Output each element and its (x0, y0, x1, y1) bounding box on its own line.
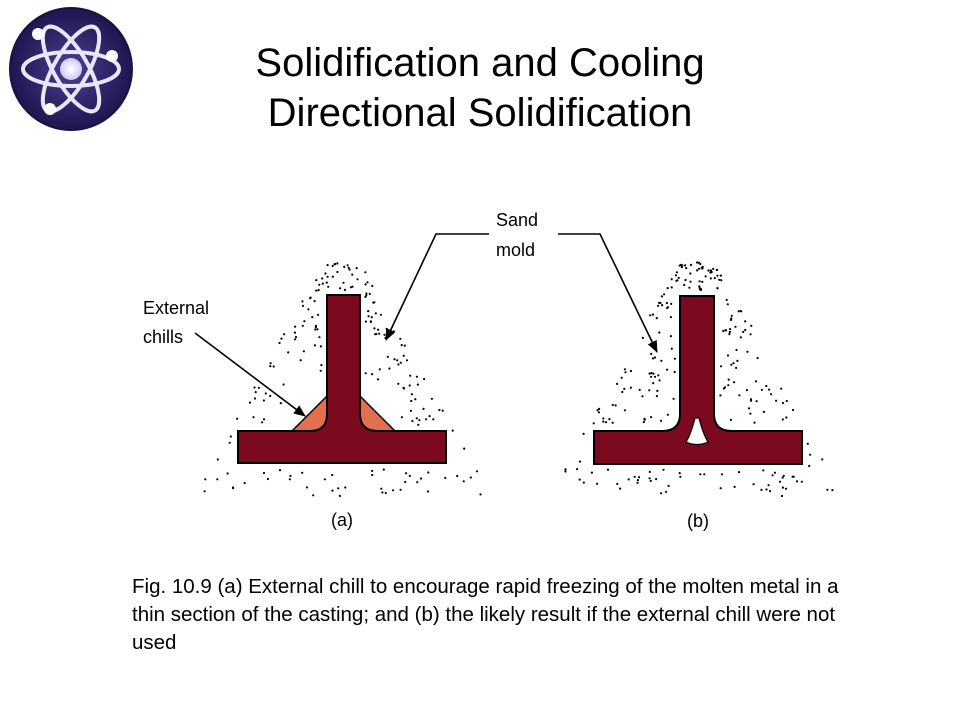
title-line-1: Solidification and Cooling (255, 41, 705, 85)
external-chills-arrow (194, 332, 306, 417)
figure-caption: Fig. 10.9 (a) External chill to encourag… (132, 575, 839, 654)
sand-mold-label-line-1: Sand (496, 210, 538, 230)
atom-icon (9, 7, 133, 131)
panel-a-label: (a) (331, 510, 353, 530)
sand-mold-arrow-b (558, 233, 658, 353)
shrinkage-cavity (685, 417, 709, 446)
sand-mold-a (203, 262, 482, 497)
sand-mold-label-line-2: mold (496, 240, 535, 260)
external-chill-right (359, 394, 397, 432)
sand-mold-b (564, 261, 834, 498)
external-chills-label-line-2: chills (143, 327, 183, 347)
sand-mold-arrow-a (385, 233, 489, 341)
external-chills-label-line-1: External (143, 298, 209, 318)
external-chill-left (290, 394, 328, 432)
panel-b-label: (b) (687, 511, 709, 531)
page-title: Solidification and Cooling Directional S… (150, 38, 810, 138)
t-casting-b (593, 295, 803, 465)
casting-a (237, 294, 447, 464)
casting-b (593, 295, 803, 465)
t-casting-a (237, 294, 447, 464)
title-line-2: Directional Solidification (267, 91, 693, 135)
